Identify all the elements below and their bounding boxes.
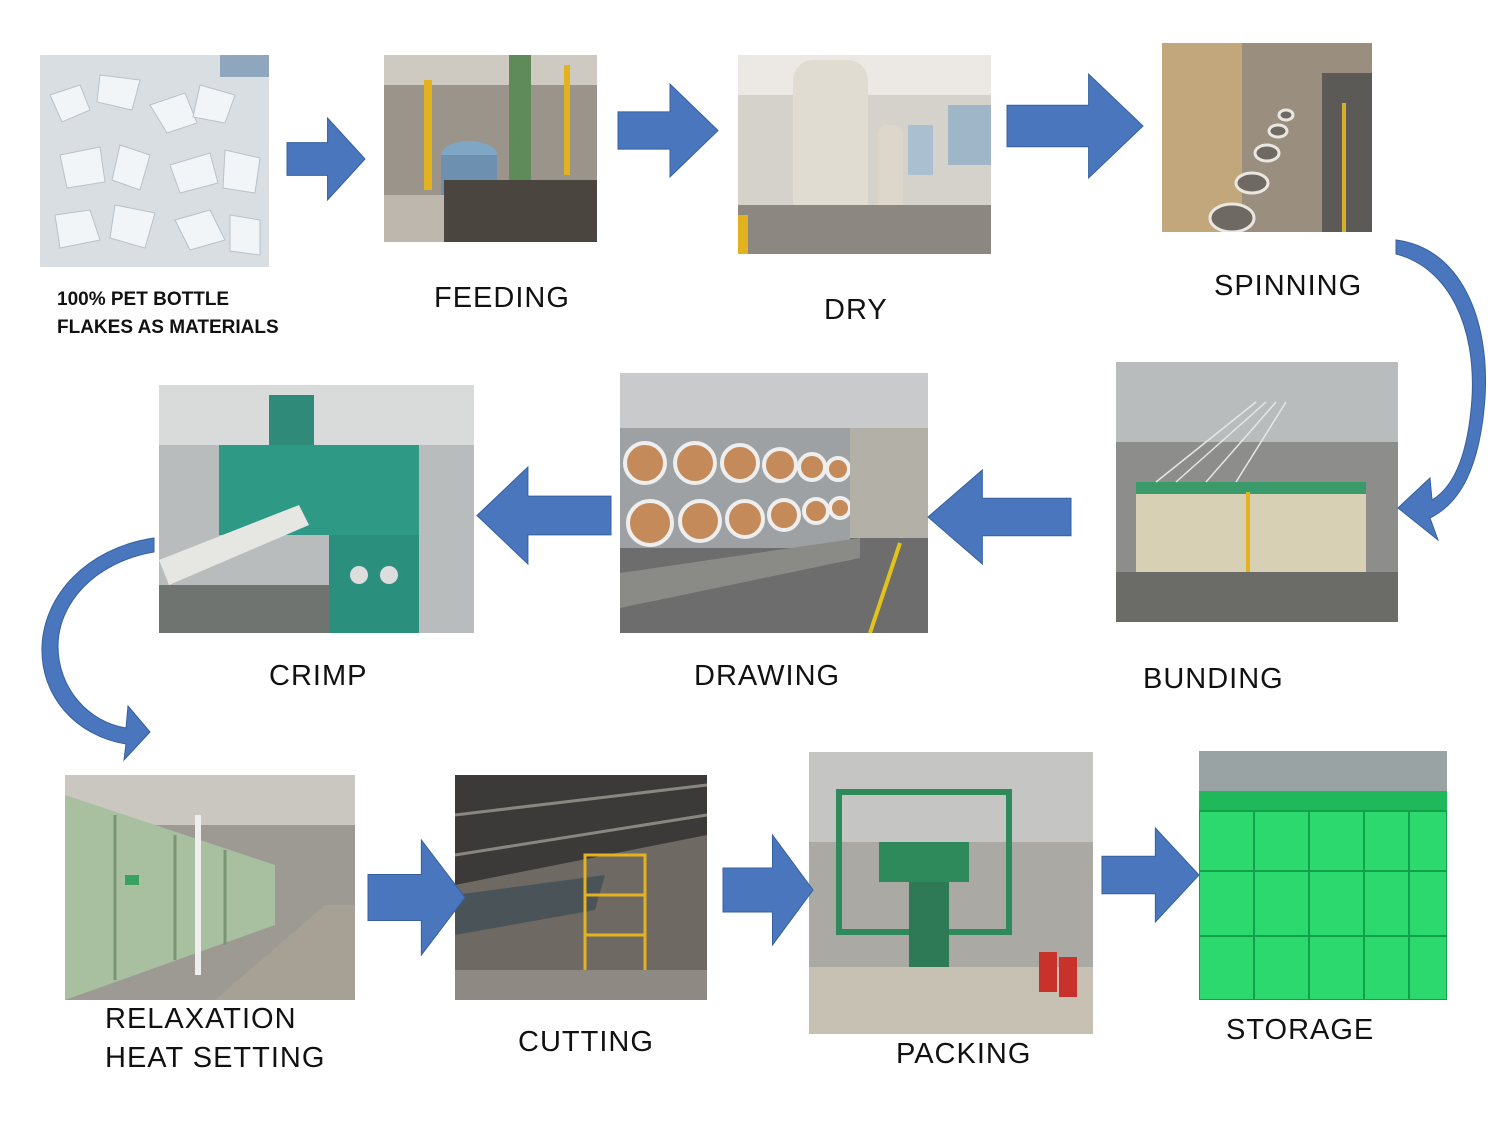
arrow-bunding-to-drawing bbox=[928, 470, 1071, 564]
label-materials: 100% PET BOTTLE FLAKES AS MATERIALS bbox=[57, 286, 279, 342]
label-crimp: CRIMP bbox=[269, 660, 368, 692]
label-dry: DRY bbox=[824, 294, 888, 326]
label-feeding: FEEDING bbox=[434, 282, 570, 314]
cutting-photo bbox=[455, 775, 707, 1000]
spinning-photo bbox=[1162, 43, 1372, 232]
bunding-photo bbox=[1116, 362, 1398, 622]
label-spinning: SPINNING bbox=[1214, 270, 1363, 302]
arrow-cutting-to-packing bbox=[723, 835, 813, 945]
storage-photo bbox=[1199, 751, 1447, 1000]
label-relaxation-line2: HEAT SETTING bbox=[105, 1042, 326, 1074]
label-packing: PACKING bbox=[896, 1038, 1032, 1070]
dry-photo bbox=[738, 55, 991, 254]
arrow-spinning-to-bunding bbox=[1390, 238, 1490, 540]
label-storage: STORAGE bbox=[1226, 1014, 1375, 1046]
feeding-photo bbox=[384, 55, 597, 242]
pet-flakes-photo bbox=[40, 55, 269, 267]
arrow-packing-to-storage bbox=[1102, 828, 1199, 922]
arrow-drawing-to-crimp bbox=[477, 467, 611, 564]
label-drawing: DRAWING bbox=[694, 660, 841, 692]
arrow-crimp-to-relaxation bbox=[36, 536, 154, 760]
label-materials-line1: 100% PET BOTTLE bbox=[57, 289, 230, 310]
arrow-materials-to-feeding bbox=[287, 118, 365, 200]
arrow-dry-to-spinning bbox=[1007, 74, 1143, 178]
packing-photo bbox=[809, 752, 1093, 1034]
arrow-feeding-to-dry bbox=[618, 84, 718, 177]
label-materials-line2: FLAKES AS MATERIALS bbox=[57, 317, 279, 338]
drawing-photo bbox=[620, 373, 928, 633]
label-cutting: CUTTING bbox=[518, 1026, 654, 1058]
crimp-photo bbox=[159, 385, 474, 633]
relaxation-heat-setting-photo bbox=[65, 775, 355, 1000]
label-relaxation: RELAXATION HEAT SETTING bbox=[105, 1000, 325, 1078]
arrow-relaxation-to-cutting bbox=[368, 840, 465, 955]
label-bunding: BUNDING bbox=[1143, 663, 1284, 695]
label-relaxation-line1: RELAXATION bbox=[105, 1003, 297, 1035]
